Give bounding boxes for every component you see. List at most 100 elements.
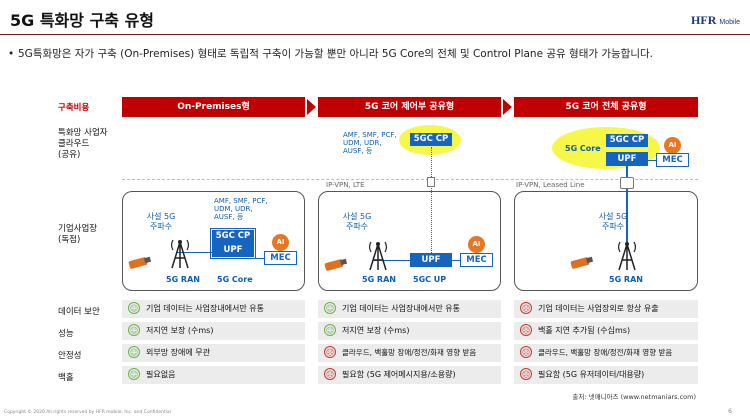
cell-text: 기업 데이터는 사업장외로 항상 유출	[538, 304, 659, 313]
cell-text: 필요함 (5G 유저데이터/대용량)	[538, 370, 645, 379]
label-enterprise-line2: (독점)	[58, 235, 81, 245]
panel-full-share	[514, 191, 698, 291]
table-cell: ☺ 저지연 보장 (수ms)	[318, 322, 501, 340]
ran-label: 5G RAN	[362, 275, 396, 284]
label-cloud-line3: (공유)	[58, 150, 81, 160]
source-note: 출처: 넷매니아즈 (www.netmaniars.com)	[572, 393, 696, 401]
nf-list-cloud: AMF, SMF, PCF, UDM, UDR, AUSF, 등	[343, 131, 397, 155]
column-header-full-share: 5G 코어 전체 공유형	[514, 97, 698, 117]
cell-text: 저지연 보장 (수ms)	[342, 326, 410, 335]
row-label-security: 데이터 보안	[58, 307, 100, 317]
ran-link	[374, 260, 410, 261]
core-label: 5G Core	[217, 275, 253, 284]
label-cloud-line1: 특화망 사업자	[58, 128, 108, 138]
antenna-icon	[171, 239, 189, 269]
mec-box: MEC	[656, 153, 689, 167]
mec-box: MEC	[264, 251, 297, 265]
nf-list: AMF, SMF, PCF, UDM, UDR, AUSF, 등	[214, 197, 268, 221]
mec-box: MEC	[460, 253, 493, 267]
bullet-text-block: • 5G특화망은 자가 구축 (On-Premises) 형태로 독립적 구축이…	[8, 48, 743, 61]
truck-icon	[324, 258, 348, 271]
band-label: 사설 5G 주파수	[338, 212, 376, 232]
truck-icon	[570, 256, 594, 269]
label-enterprise-line1: 기업사업장	[58, 224, 98, 234]
column-header-cp-share: 5G 코어 제어부 공유형	[318, 97, 501, 117]
table-cell: ☺저지연 보장 (수ms)	[122, 322, 305, 340]
cp-box-cloud: 5GC CP	[606, 134, 648, 147]
table-cell: ☹ 필요함 (5G 제어메시지용/소용량)	[318, 366, 501, 384]
cell-text: 기업 데이터는 사업장내에서만 유통	[342, 304, 461, 313]
cell-text: 클라우드, 백홀망 장애/정전/화재 영향 받음	[538, 348, 673, 357]
backhaul-line	[626, 191, 628, 244]
backhaul-dotted-line	[431, 147, 432, 177]
band-line2: 주파수	[601, 222, 625, 231]
router-icon	[620, 177, 634, 189]
band-line1: 사설 5G	[146, 212, 176, 221]
frown-icon: ☹	[520, 323, 532, 336]
ran-label: 5G RAN	[166, 275, 200, 284]
label-enterprise: 기업사업장 (독점)	[58, 224, 97, 246]
core-frame	[210, 228, 256, 259]
cloud-divider	[122, 179, 698, 180]
ipvpn-label: IP-VPN, Leased Line	[516, 181, 585, 189]
band-label: 사설 5G 주파수	[594, 212, 632, 232]
mec-link	[452, 260, 460, 261]
logo-main: HFR	[691, 13, 717, 27]
ran-label: 5G RAN	[609, 275, 643, 284]
header-arrow-icon	[503, 99, 512, 115]
table-cell: ☺외부망 장애에 무관	[122, 344, 305, 362]
bullet-text: 5G특화망은 자가 구축 (On-Premises) 형태로 독립적 구축이 가…	[18, 48, 653, 60]
page-number: 6	[728, 408, 732, 415]
header-arrow-icon	[307, 99, 316, 115]
core-cloud-label: 5G Core	[565, 144, 601, 153]
nf-line2: UDM, UDR,	[214, 205, 253, 213]
frown-icon: ☹	[324, 346, 336, 358]
band-label: 사설 5G 주파수	[142, 212, 180, 232]
cp-box-cloud: 5GC CP	[410, 133, 452, 146]
table-cell: ☺ 기업 데이터는 사업장내에서만 유통	[122, 300, 305, 318]
frown-icon: ☹	[520, 346, 532, 358]
bullet-dot-icon: •	[8, 48, 15, 60]
cell-text: 백홀 지연 추가됨 (수십ms)	[538, 326, 631, 335]
ran-link	[176, 252, 212, 253]
frown-icon: ☹	[520, 367, 532, 380]
upf-box: UPF	[212, 243, 254, 257]
label-cloud-line2: 클라우드	[58, 139, 90, 149]
slide-title: 5G 특화망 구축 유형	[10, 11, 155, 30]
table-cell: ☹ 클라우드, 백홀망 장애/정전/화재 영향 받음	[514, 344, 698, 362]
ai-badge: AI	[664, 137, 681, 154]
cell-text: 저지연 보장 (수ms)	[146, 326, 214, 335]
table-cell: ☹ 백홀 지연 추가됨 (수십ms)	[514, 322, 698, 340]
cp-box: 5GC CP	[212, 230, 254, 243]
cell-text: 클라우드, 백홀망 장애/정전/화재 영향 받음	[342, 348, 477, 357]
truck-icon	[128, 256, 152, 269]
mec-link	[256, 258, 264, 259]
row-label-performance: 성능	[58, 329, 74, 339]
smile-icon: ☺	[128, 301, 140, 314]
table-cell: ☹ 클라우드, 백홀망 장애/정전/화재 영향 받음	[318, 344, 501, 362]
nf-cloud-line3: AUSF, 등	[343, 147, 373, 155]
band-line1: 사설 5G	[598, 212, 628, 221]
cell-text: 필요없음	[146, 370, 176, 379]
smile-icon: ☺	[324, 323, 336, 336]
smile-icon: ☺	[324, 301, 336, 314]
nf-cloud-line1: AMF, SMF, PCF,	[343, 131, 397, 139]
cell-text: 기업 데이터는 사업장내에서만 유통	[146, 304, 265, 313]
row-label-stability: 안정성	[58, 351, 82, 361]
frown-icon: ☹	[324, 367, 336, 380]
frown-icon: ☹	[520, 301, 532, 314]
antenna-icon	[369, 241, 387, 271]
label-cloud: 특화망 사업자 클라우드 (공유)	[58, 128, 108, 161]
upf-box: UPF	[410, 253, 452, 267]
hfr-logo: HFR Mobile	[691, 13, 740, 28]
mec-link	[648, 160, 656, 161]
cell-text: 외부망 장애에 무관	[146, 348, 210, 357]
nf-line3: AUSF, 등	[214, 213, 244, 221]
title-rule	[0, 34, 750, 35]
router-icon	[427, 177, 435, 187]
up-label: 5GC UP	[413, 275, 447, 284]
cell-text: 필요함 (5G 제어메시지용/소용량)	[342, 370, 456, 379]
table-cell: ☺필요없음	[122, 366, 305, 384]
nf-line1: AMF, SMF, PCF,	[214, 197, 268, 205]
row-label-backhaul: 백홀	[58, 373, 74, 383]
